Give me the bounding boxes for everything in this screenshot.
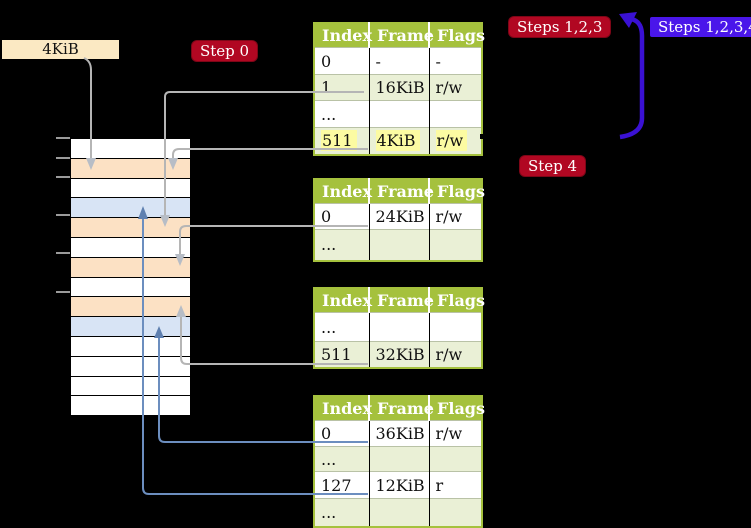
highlighted-value: r/w <box>435 130 468 152</box>
memory-frame-orange <box>71 158 190 179</box>
table-cell <box>429 229 482 261</box>
memory-tick <box>56 252 70 254</box>
table-cell: r/w <box>429 420 482 447</box>
table-cell: r/w <box>429 203 482 230</box>
table-cell: r/w <box>429 127 482 155</box>
memory-frame-blue <box>71 198 190 219</box>
table-cell <box>429 100 482 128</box>
table-cell: 1 <box>314 74 370 101</box>
table-cell: 12KiB <box>369 471 430 499</box>
highlighted-value: 511 <box>321 130 357 152</box>
table-cell: 0 <box>314 203 370 230</box>
memory-frame-white <box>71 178 190 199</box>
table-cell: 127 <box>314 471 370 499</box>
column-header-flags: Flags <box>429 288 485 313</box>
column-header-flags: Flags <box>429 179 485 204</box>
memory-frame-white <box>71 396 190 416</box>
column-header-frame: Frame <box>369 23 434 48</box>
column-header-frame: Frame <box>369 396 434 421</box>
memory-frame-white <box>71 139 190 159</box>
memory-frame-orange <box>71 257 190 278</box>
table-cell: ... <box>314 446 370 472</box>
table-cell: - <box>429 47 482 75</box>
memory-frame-white <box>71 376 190 397</box>
page-size-label: 4KiB <box>2 40 119 59</box>
column-header-flags: Flags <box>429 23 485 48</box>
table-cell: ... <box>314 229 370 261</box>
memory-tick <box>56 137 70 139</box>
table-cell: r/w <box>429 74 482 101</box>
column-header-index: Index <box>314 23 372 48</box>
table-cell: r <box>429 471 482 499</box>
table-cell <box>429 446 482 472</box>
column-header-index: Index <box>314 396 372 421</box>
table-cell <box>369 100 430 128</box>
table-cell: 36KiB <box>369 420 430 447</box>
table-row: ... <box>314 446 482 472</box>
memory-frame-orange <box>71 297 190 318</box>
column-header-index: Index <box>314 288 372 313</box>
table-cell <box>369 446 430 472</box>
table-cell: - <box>369 47 430 75</box>
table-cell: 4KiB <box>369 127 430 155</box>
memory-tick <box>56 291 70 293</box>
column-header-frame: Frame <box>369 179 434 204</box>
table-cell: 16KiB <box>369 74 430 101</box>
memory-tick <box>56 214 70 216</box>
table-row: 0-- <box>314 47 482 75</box>
table-cell <box>429 312 482 342</box>
memory-frame-orange <box>71 218 190 238</box>
steps-1234-badge: Steps 1,2,3,4 <box>650 17 751 37</box>
highlighted-value: 4KiB <box>375 130 420 152</box>
column-header-frame: Frame <box>369 288 434 313</box>
table-cell: 24KiB <box>369 203 430 230</box>
column-header-index: Index <box>314 179 372 204</box>
table-cell <box>369 498 430 527</box>
table-row: ... <box>314 312 482 342</box>
table-row: ... <box>314 229 482 261</box>
table-row: ... <box>314 498 482 527</box>
steps-123-badge: Steps 1,2,3 <box>509 17 611 37</box>
table-cell: ... <box>314 312 370 342</box>
table-row: 511 4KiB r/w <box>314 127 482 155</box>
column-header-flags: Flags <box>429 396 485 421</box>
table-cell <box>369 312 430 342</box>
table-cell: ... <box>314 100 370 128</box>
memory-frame-white <box>71 336 190 357</box>
memory-frame-blue <box>71 317 190 337</box>
steps-1234-loop-arrow <box>619 12 645 140</box>
table-row: ... <box>314 100 482 128</box>
table-cell: 32KiB <box>369 341 430 368</box>
memory-frame-white <box>71 356 190 377</box>
table-cell <box>369 229 430 261</box>
table-cell <box>429 498 482 527</box>
step4-badge: Step 4 <box>520 156 586 176</box>
table-cell: 0 <box>314 420 370 447</box>
table-cell: 0 <box>314 47 370 75</box>
table-cell: 511 <box>314 127 370 155</box>
memory-frame-white <box>71 237 190 258</box>
table-cell: ... <box>314 498 370 527</box>
memory-tick <box>56 176 70 178</box>
memory-tick <box>56 157 70 159</box>
step0-badge: Step 0 <box>192 41 258 61</box>
table-cell: 511 <box>314 341 370 368</box>
memory-frame-white <box>71 277 190 298</box>
table-cell: r/w <box>429 341 482 368</box>
memory-column <box>70 138 191 416</box>
